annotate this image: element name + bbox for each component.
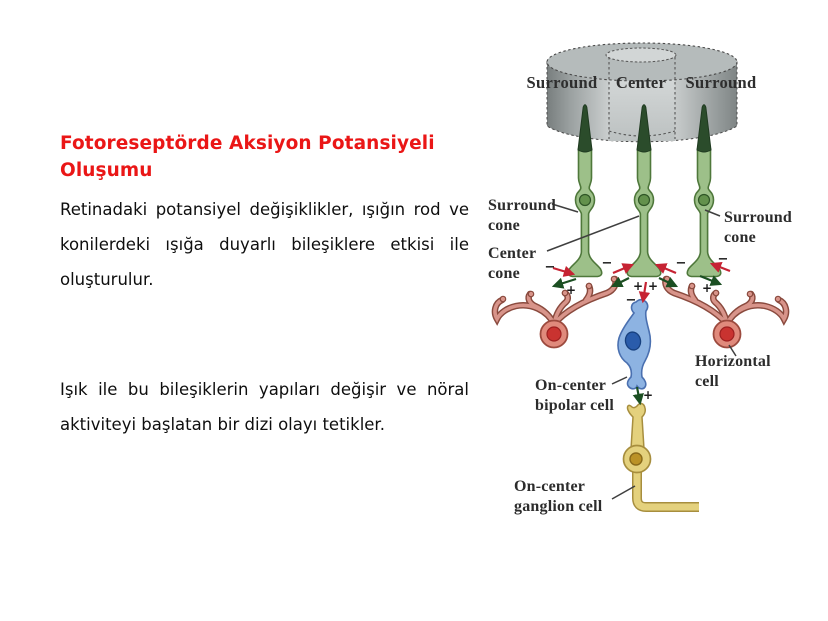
bipolar-cell-label-line1: On-center xyxy=(535,377,606,394)
excitatory-arrow xyxy=(632,386,644,406)
minus-sign: − xyxy=(676,256,687,271)
plus-sign: + xyxy=(633,279,643,293)
surround-cone-right-label-line2: cone xyxy=(724,229,756,246)
horizontal-cell-label-line2: cell xyxy=(695,373,719,390)
surround-cone-right-label-line1: Surround xyxy=(724,209,792,226)
inhibitory-arrow xyxy=(709,261,731,273)
surround-cone-left-label-line1: Surround xyxy=(488,197,556,214)
bipolar-cell xyxy=(617,298,652,390)
center-cone-label-line1: Center xyxy=(488,245,536,262)
cylinder-center-top xyxy=(605,47,677,63)
receptive-field-cylinder: Surround Center Surround xyxy=(527,42,757,143)
retina-circuit-diagram: Surround Center Surround xyxy=(488,42,792,515)
plus-sign: + xyxy=(648,279,658,293)
page-title-line1: Fotoreseptörde Aksiyon Potansiyeli xyxy=(60,133,435,154)
paragraph-1: Retinadaki potansiyel değişiklikler, ışı… xyxy=(60,200,469,289)
receptive-field-label-right: Surround xyxy=(686,73,757,92)
leader-lines xyxy=(546,203,737,500)
horizontal-cell-right-nucleus xyxy=(719,326,735,342)
page-title-line2: Oluşumu xyxy=(60,159,153,181)
excitatory-arrow xyxy=(551,277,577,289)
inhibitory-arrows xyxy=(552,261,731,304)
receptive-field-label-left: Surround xyxy=(527,73,598,92)
plus-sign: + xyxy=(566,283,576,297)
paragraph-2: Işık ile bu bileşiklerin yapıları değişi… xyxy=(60,380,469,434)
plus-sign: + xyxy=(643,388,653,402)
bipolar-cell-nucleus xyxy=(624,331,642,351)
excitatory-arrow xyxy=(658,276,679,288)
ganglion-cell xyxy=(622,402,699,512)
minus-sign: − xyxy=(718,252,729,267)
minus-sign: − xyxy=(626,293,637,308)
horizontal-cell-right xyxy=(662,275,790,349)
ganglion-nucleus xyxy=(629,452,643,466)
horizontal-cell-left-nucleus xyxy=(546,326,562,342)
minus-sign: − xyxy=(602,256,613,271)
inhibitory-arrow xyxy=(612,263,635,275)
page-title: Fotoreseptörde Aksiyon Potansiyeli Oluşu… xyxy=(60,131,469,184)
ganglion-cell-label-line1: On-center xyxy=(514,478,585,495)
minus-sign: − xyxy=(545,260,556,275)
horizontal-cell-left xyxy=(491,275,619,349)
text-column: Fotoreseptörde Aksiyon Potansiyeli Oluşu… xyxy=(60,131,469,297)
ganglion-cell-label-line2: ganglion cell xyxy=(514,498,603,515)
cylinder-top-face xyxy=(546,42,738,82)
receptive-field-label-center: Center xyxy=(616,73,666,92)
excitatory-arrow xyxy=(699,274,723,286)
excitatory-arrow xyxy=(610,276,630,288)
inhibitory-arrow xyxy=(654,263,677,275)
excitatory-arrows xyxy=(551,274,723,406)
bipolar-cell-label-line2: bipolar cell xyxy=(535,397,614,414)
ganglion-dendrite xyxy=(626,402,646,450)
inhibitory-arrow xyxy=(552,265,576,277)
surround-cone-left-label-line2: cone xyxy=(488,217,520,234)
column-dashed-bottom xyxy=(608,130,676,137)
center-cone-label-line2: cone xyxy=(488,265,520,282)
inhibitory-arrow xyxy=(638,281,651,304)
horizontal-cell-label-line1: Horizontal xyxy=(695,353,771,370)
plus-sign: + xyxy=(702,281,712,295)
